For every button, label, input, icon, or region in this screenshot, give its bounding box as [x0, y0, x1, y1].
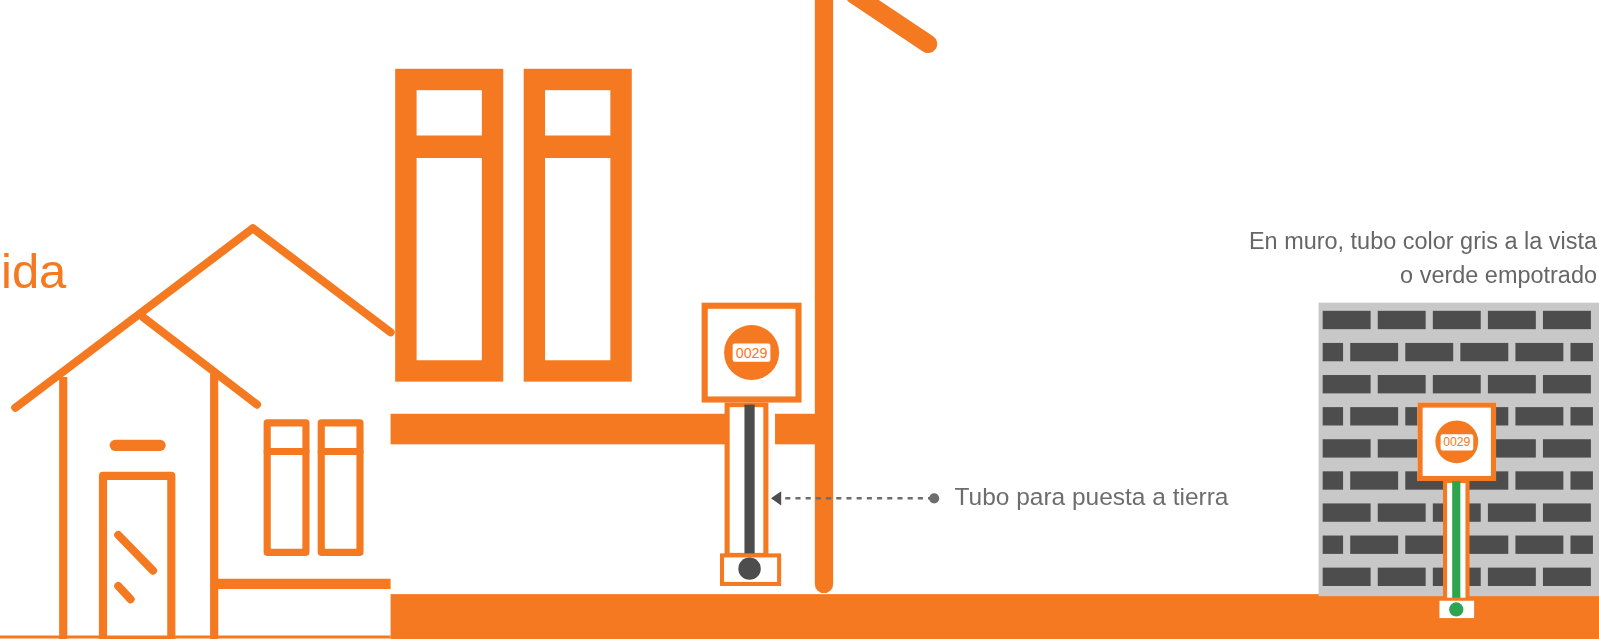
brick: [1323, 407, 1343, 425]
brick: [1488, 375, 1536, 393]
brick: [1515, 536, 1563, 554]
brick: [1378, 503, 1426, 521]
brick: [1543, 503, 1591, 521]
brick: [1515, 343, 1563, 361]
brick: [1323, 439, 1371, 457]
brick: [1515, 471, 1563, 489]
brick: [1570, 407, 1592, 425]
brick: [1350, 471, 1398, 489]
brick: [1460, 343, 1508, 361]
brick: [1323, 536, 1343, 554]
brick: [1543, 568, 1591, 586]
meter-reading: 0029: [1440, 434, 1473, 450]
title-fragment: ida: [1, 243, 66, 302]
brick: [1433, 311, 1481, 329]
callout-label: Tubo para puesta a tierra: [955, 483, 1229, 512]
brick: [1378, 311, 1426, 329]
brick: [1488, 568, 1536, 586]
brick: [1488, 503, 1536, 521]
brick: [1570, 343, 1592, 361]
brick: [1488, 311, 1536, 329]
brick: [1433, 375, 1481, 393]
brick: [1323, 471, 1343, 489]
brick: [1405, 343, 1453, 361]
brick: [1350, 407, 1398, 425]
brick: [1323, 503, 1371, 521]
brick: [1570, 471, 1592, 489]
brick: [1350, 343, 1398, 361]
meter-box: 0029: [1418, 403, 1497, 481]
brick: [1350, 536, 1398, 554]
brick: [1570, 536, 1592, 554]
brick: [1543, 311, 1591, 329]
wall-panel: En muro, tubo color gris a la vista o ve…: [1319, 303, 1599, 597]
meter-reading: 0029: [733, 343, 771, 361]
brick: [1378, 568, 1426, 586]
brick: [1323, 311, 1371, 329]
brick: [1543, 375, 1591, 393]
brick: [1515, 407, 1563, 425]
meter-box: 0029: [702, 303, 802, 403]
wall-heading: En muro, tubo color gris a la vista o ve…: [1245, 223, 1597, 292]
brick: [1543, 439, 1591, 457]
brick: [1323, 375, 1371, 393]
brick: [1323, 343, 1343, 361]
brick: [1378, 375, 1426, 393]
brick: [1323, 568, 1371, 586]
